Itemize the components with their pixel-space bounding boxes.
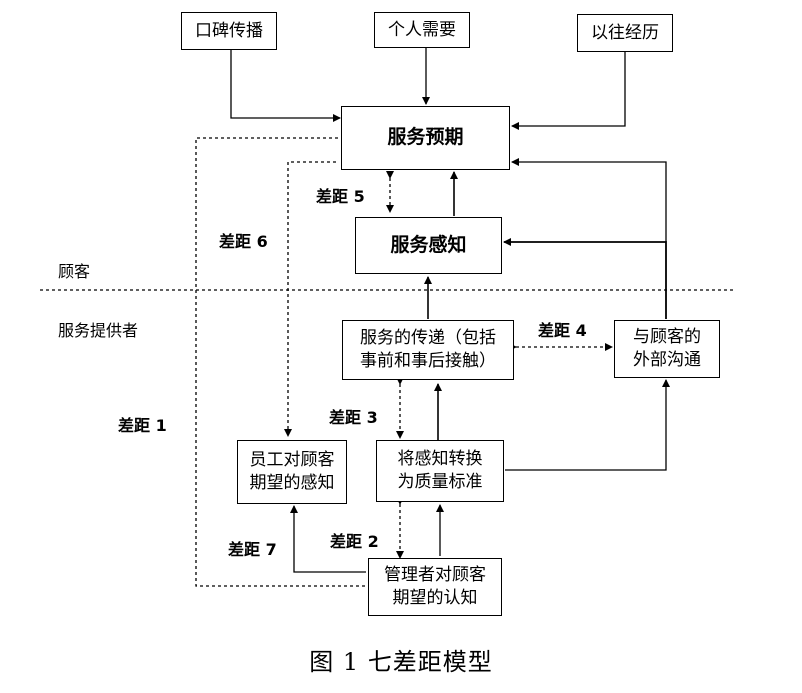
arrow-translation-to-external [505,379,670,471]
employee-perception-line1: 员工对顾客 [249,450,335,471]
service-delivery-line1: 服务的传递（包括 [360,328,496,349]
translation-line1: 将感知转换 [397,449,483,470]
expected-service-box: 服务预期 [341,106,510,170]
external-communication-line2: 外部沟通 [633,350,701,370]
gap5-label: 差距 5 [316,187,365,206]
personal-needs-label: 个人需要 [388,19,456,40]
gap7-label: 差距 7 [228,540,277,559]
perceived-service-label: 服务感知 [390,233,467,256]
word-of-mouth-box: 口碑传播 [181,12,277,50]
service-delivery-box: 服务的传递（包括 事前和事后接触） [342,320,514,380]
word-of-mouth-label: 口碑传播 [195,20,263,41]
gap7-connector [290,505,366,573]
customer-region-label: 顾客 [58,262,91,281]
management-line1: 管理者对顾客 [384,565,486,586]
management-perception-box: 管理者对顾客 期望的认知 [368,558,502,616]
gap1-connector [195,137,366,587]
figure-caption: 图 1 七差距模型 [309,648,493,676]
past-experience-box: 以往经历 [577,14,673,52]
gap4-label: 差距 4 [538,321,587,340]
employee-perception-box: 员工对顾客 期望的感知 [237,440,347,504]
gap3-label: 差距 3 [329,408,378,427]
gap6-connector [284,161,336,437]
gap2-label: 差距 2 [330,532,379,551]
gap1-label: 差距 1 [118,416,167,435]
arrow-external-to-perceived [503,238,667,319]
past-experience-label: 以往经历 [591,22,659,43]
perceived-service-box: 服务感知 [355,217,502,274]
personal-needs-box: 个人需要 [374,12,470,48]
provider-region-label: 服务提供者 [58,321,139,340]
external-communication-box: 与顾客的 外部沟通 [614,320,720,378]
expected-service-label: 服务预期 [387,126,464,149]
translation-to-standards-box: 将感知转换 为质量标准 [376,440,504,502]
translation-line2: 为质量标准 [397,472,483,492]
service-delivery-line2: 事前和事后接触） [360,351,496,371]
arrow-external-to-expected [511,158,667,242]
employee-perception-line2: 期望的感知 [249,473,335,493]
gap6-label: 差距 6 [219,232,268,251]
management-line2: 期望的认知 [392,588,478,608]
arrow-word-of-mouth-to-expected [230,50,341,122]
external-communication-line1: 与顾客的 [633,327,701,348]
arrow-experience-to-expected [511,52,626,130]
